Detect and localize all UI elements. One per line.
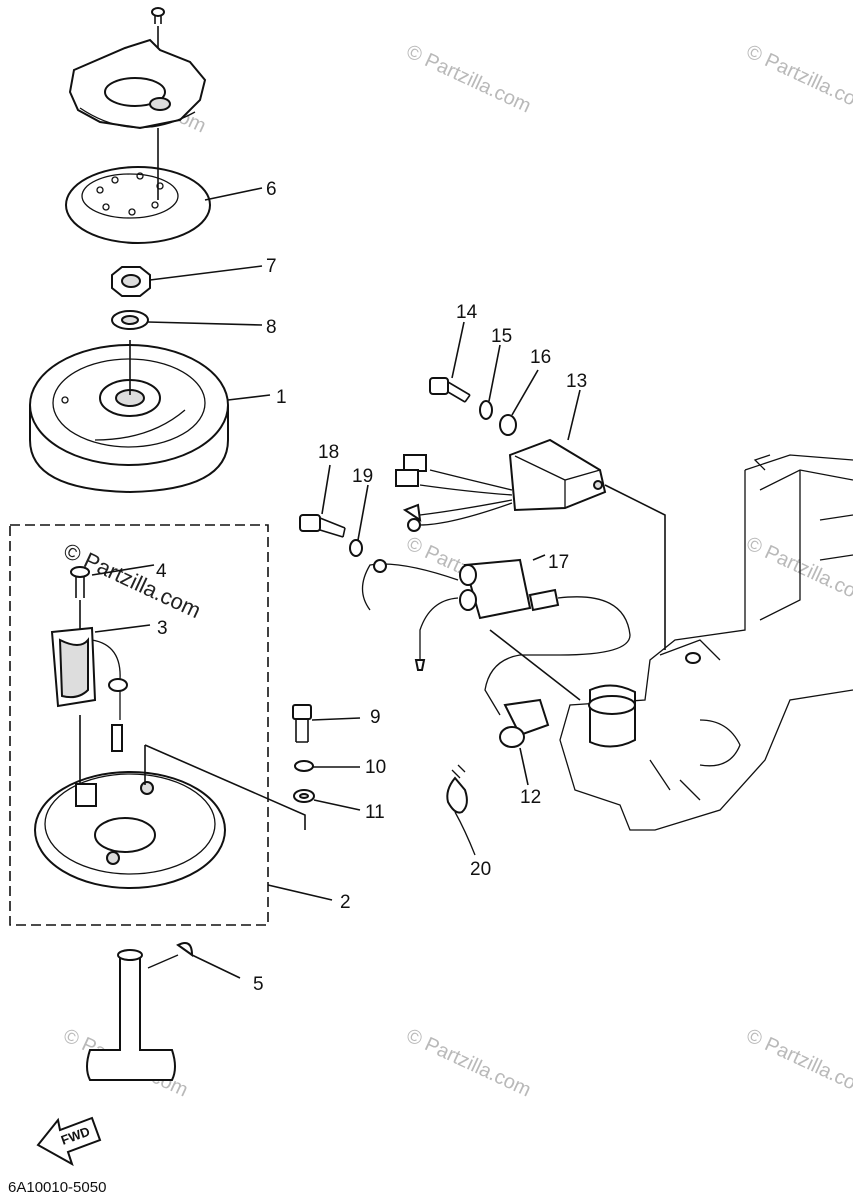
callout-16: 16 [530,347,551,368]
starter-pulley-assembly [65,7,263,244]
callout-9: 9 [370,707,381,728]
fwd-arrow: FWD [36,1116,102,1167]
stator-base-plate [34,715,306,889]
ground-bolt-set [299,464,369,557]
watermark: © Partzilla.com [60,538,205,623]
screw [70,564,155,630]
bolt-washer-set [292,704,361,811]
callout-7: 7 [266,256,277,277]
callout-3: 3 [157,618,168,639]
cdi-unit [395,389,666,650]
callout-14: 14 [456,302,478,323]
callout-labels: 6 7 8 1 4 3 2 5 9 10 11 12 13 14 15 16 1… [156,179,587,995]
watermark: © Partzilla.com [743,41,853,118]
watermark: © Partzilla.com [743,1025,853,1102]
charge-coil [50,624,151,752]
callout-1: 1 [276,387,287,408]
callout-19: 19 [352,466,373,487]
stator-assembly-box [9,524,333,926]
callout-6: 6 [266,179,277,200]
figure-code: 6A10010-5050 [8,1179,106,1196]
nut [111,265,263,297]
callout-4: 4 [156,561,167,582]
callout-2: 2 [340,892,351,913]
washer [111,310,263,330]
crankshaft [86,942,241,1081]
coil-mount-bolt [429,321,539,436]
callout-10: 10 [365,757,386,778]
callout-13: 13 [566,371,587,392]
callout-5: 5 [253,974,264,995]
watermark: © Partzilla.com [743,533,853,610]
callout-11: 11 [365,802,385,823]
flywheel [29,340,271,494]
callout-17: 17 [548,552,569,573]
callout-15: 15 [491,326,512,347]
spark-plug-cap [499,698,550,786]
ignition-coil [361,554,631,716]
watermark: © Partzilla.com [403,1025,534,1102]
callout-8: 8 [266,317,277,338]
watermark: © Partzilla.com [403,41,534,118]
engine-block [559,454,853,831]
wire-clamp [446,764,476,856]
callout-12: 12 [520,787,541,808]
callout-18: 18 [318,442,339,463]
callout-20: 20 [470,859,491,880]
